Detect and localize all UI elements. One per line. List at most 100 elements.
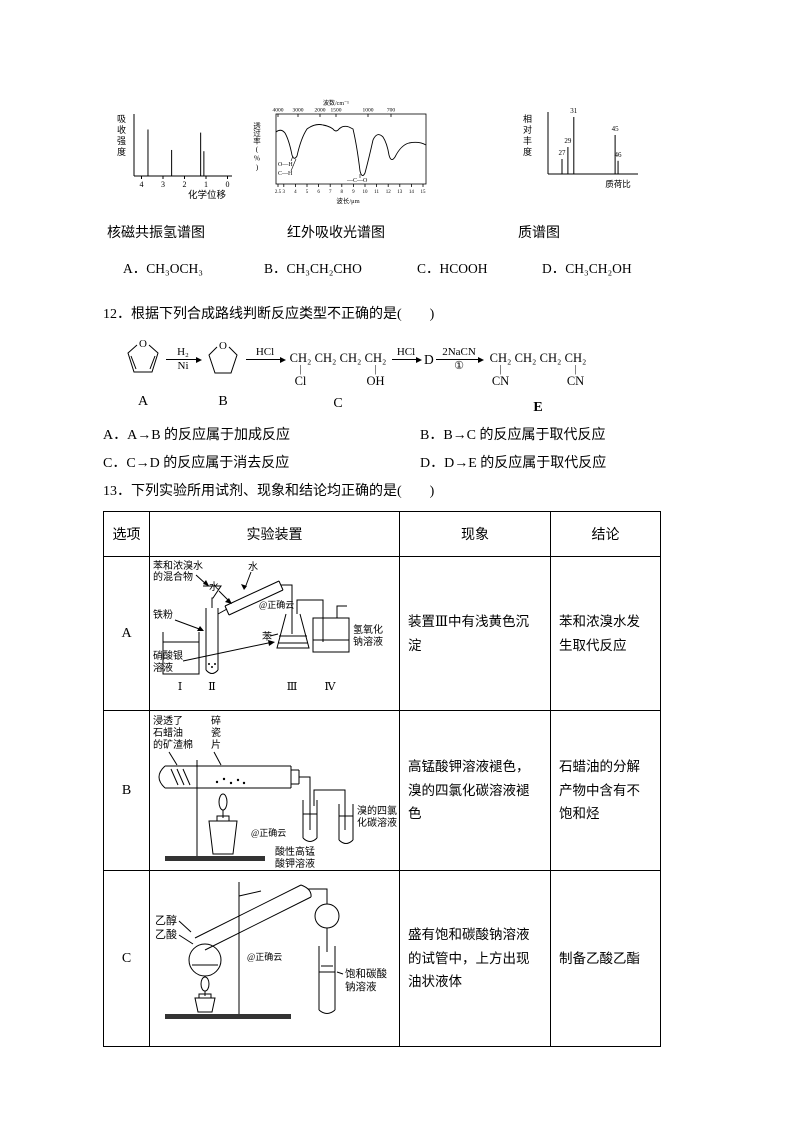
ch2-group: CH₂ <box>489 351 512 365</box>
nmr-axes <box>133 114 232 179</box>
numeral-ii: Ⅱ <box>208 681 215 693</box>
ring-bonds <box>208 346 238 374</box>
row-b-phenomenon: 高锰酸钾溶液褪色，溴的四氯化碳溶液褪色 <box>399 710 551 871</box>
row-a-phenomenon: 装置Ⅲ中有浅黄色沉淀 <box>399 556 551 711</box>
chain-unit: CH₂ | CN <box>488 351 513 389</box>
nmr-xaxis-label: 化学位移 <box>188 189 227 200</box>
na2co3-label: 钠溶液 <box>345 980 377 993</box>
chain-unit: CH₂ <box>338 351 363 389</box>
q12-option-c: C．C→D 的反应属于消去反应 <box>103 456 290 471</box>
bromine-ccl4-label: 溴的四氯 <box>357 804 397 817</box>
cl-substituent: Cl <box>294 374 307 388</box>
apparatus-b-diagram: 浸透了 石蜡油 的矿渣棉 碎 瓷 片 酸性高锰 酸钾溶液 溴的四氯 化碳溶液 @… <box>153 714 397 870</box>
bond: | <box>499 364 502 375</box>
furan-ring-structure: O <box>127 338 159 373</box>
ir-co-band-label: —C—O <box>346 178 368 184</box>
ch2-group: CH₂ <box>314 351 337 365</box>
ch2-group: CH₂ <box>364 351 387 365</box>
ir-xtick: 14 <box>409 190 415 195</box>
paraffin-wool-label: 石蜡油 <box>153 726 183 739</box>
header-phenomenon: 现象 <box>399 511 551 557</box>
apparatus-c-details <box>164 1013 291 1019</box>
table-row: A <box>103 556 661 711</box>
porcelain-label: 碎 <box>211 714 221 727</box>
kmno4-label: 酸性高锰 <box>275 845 315 858</box>
ms-axes <box>547 112 638 175</box>
row-c-conclusion: 制备乙酸乙酯 <box>550 870 661 1047</box>
ir-xtick: 3 <box>283 190 286 195</box>
ir-xtick: 9 <box>352 190 355 195</box>
spectra-section: 4 3 2 1 0 化学位移 吸收强度 波数/cm⁻¹ <box>108 98 692 224</box>
ir-yaxis-label: 透过率(%) <box>252 122 262 172</box>
cn-substituent: CN <box>566 374 585 388</box>
double-bond <box>149 355 156 370</box>
table-row: B <box>103 710 661 871</box>
row-c-apparatus-cell: 乙醇 乙酸 饱和碳酸 钠溶液 @正确云 <box>149 870 400 1047</box>
naoh-label: 钠溶液 <box>353 635 383 648</box>
compound-e-structure: CH₂ | CN CH₂ CH₂ CH₂ | CN <box>488 351 588 389</box>
table-header-row: 选项 实验装置 现象 结论 <box>103 511 661 557</box>
silver-nitrate-label: 溶液 <box>153 661 173 674</box>
na2co3-label: 饱和碳酸 <box>345 967 387 980</box>
numeral-iii: Ⅲ <box>286 681 297 693</box>
apparatus-b-glassware <box>158 751 353 856</box>
ir-xaxis-label: 波长/μm <box>336 196 359 205</box>
step-number: ① <box>454 360 464 372</box>
ch2-group: CH₂ <box>514 351 537 365</box>
q12-stem: 12．根据下列合成路线判断反应类型不正确的是( ) <box>103 307 435 322</box>
compound-c-label: C <box>333 396 343 411</box>
row-b-conclusion: 石蜡油的分解产物中含有不饱和烃 <box>550 710 661 871</box>
ir-ch-band-label: C—H <box>278 171 293 177</box>
reagent-hcl: HCl <box>396 346 416 358</box>
acetic-acid-label: 乙酸 <box>155 927 177 941</box>
paraffin-wool-label: 浸透了 <box>153 715 183 727</box>
svg-text:27: 27 <box>559 149 567 157</box>
ir-xtick: 5 <box>306 190 309 195</box>
row-b-option: B <box>103 710 150 871</box>
apparatus-c-labels2: 饱和碳酸 钠溶液 <box>345 967 387 993</box>
numeral-iv: Ⅳ <box>324 681 336 693</box>
double-bond <box>130 355 137 370</box>
header-conclusion: 结论 <box>550 511 661 557</box>
chain-unit: CH₂ <box>538 351 563 389</box>
ir-xtick: 4 <box>294 190 297 195</box>
ch2-group: CH₂ <box>564 351 587 365</box>
svg-text:46: 46 <box>615 151 623 159</box>
ir-curve <box>275 124 427 176</box>
bromine-ccl4-label: 化碳溶液 <box>357 816 397 829</box>
ir-xtick: 6 <box>317 190 320 195</box>
chain-unit: CH₂ | Cl <box>288 351 313 389</box>
route-arrow-3: HCl <box>392 346 422 373</box>
chain-unit: CH₂ | OH <box>363 351 388 389</box>
row-a-apparatus-cell: 苯和浓溴水 的混合物 水 水 铁粉 硝酸银 溶液 苯 氢氧化 钠溶液 Ⅰ Ⅱ <box>149 556 400 711</box>
ir-xtick: 11 <box>374 190 379 195</box>
ms-caption: 质谱图 <box>518 226 560 241</box>
porcelain-label: 瓷 <box>211 726 221 739</box>
iron-powder-label: 铁粉 <box>153 608 173 621</box>
ir-caption: 红外吸收光谱图 <box>287 226 385 241</box>
arrow-shaft <box>246 356 286 363</box>
ch2-group: CH₂ <box>539 351 562 365</box>
apparatus-b-details <box>164 777 265 861</box>
bond: | <box>374 364 377 375</box>
ir-top-axis-label: 波数/cm⁻¹ <box>323 99 349 107</box>
chain-unit: CH₂ <box>313 351 338 389</box>
row-c-option: C <box>103 870 150 1047</box>
route-arrow-4: 2NaCN ① <box>436 346 484 373</box>
watermark: @正确云 <box>251 827 286 838</box>
ms-xaxis-label: 质荷比 <box>605 179 631 189</box>
naoh-label: 氢氧化 <box>353 623 383 636</box>
kmno4-label: 酸钾溶液 <box>275 857 315 870</box>
q12-synthesis-route: O A H₂ Ni O B HCl CH₂ | Cl <box>112 334 712 416</box>
paraffin-wool-label: 的矿渣棉 <box>153 738 193 751</box>
nmr-tick: 3 <box>161 180 165 189</box>
oh-substituent: OH <box>366 374 385 388</box>
ir-top-tick: 1000 <box>363 108 374 114</box>
benzene-label: 苯 <box>262 630 272 643</box>
compound-d-label: D <box>424 352 434 367</box>
apparatus-a-glassware <box>162 571 349 674</box>
ir-xtick: 8 <box>341 190 344 195</box>
watermark: @正确云 <box>247 951 282 962</box>
